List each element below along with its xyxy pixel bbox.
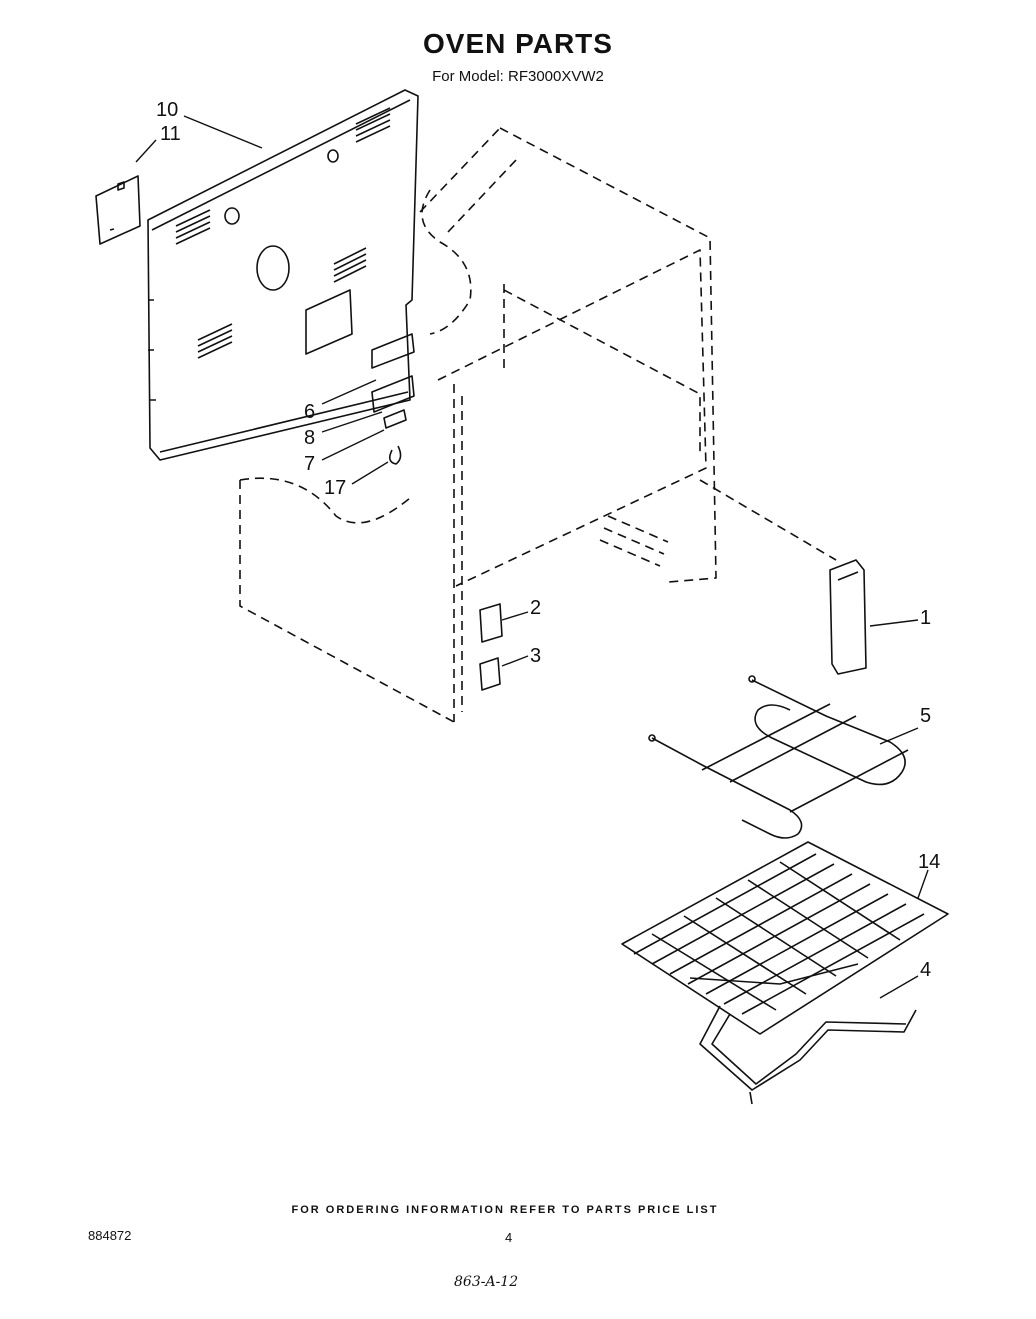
callout-7: 7 <box>304 453 316 475</box>
handwritten-note: 863-A-12 <box>454 1274 519 1290</box>
part-2-bracket <box>479 603 503 643</box>
callout-8: 8 <box>304 427 316 449</box>
part-1-side-trim <box>829 559 867 675</box>
ordering-note: FOR ORDERING INFORMATION REFER TO PARTS … <box>291 1204 719 1216</box>
callout-10: 10 <box>156 99 179 121</box>
callout-2: 2 <box>530 597 542 619</box>
callout-5: 5 <box>920 705 932 727</box>
part-3-bracket <box>479 657 501 691</box>
part-4-bake-element <box>689 963 917 1105</box>
part-14-oven-rack <box>621 841 949 1035</box>
page-title: OVEN PARTS <box>423 28 613 59</box>
callout-17: 17 <box>324 477 347 499</box>
part-8-clip <box>383 409 407 429</box>
part-17-ring <box>388 445 402 465</box>
callout-3: 3 <box>530 645 542 667</box>
model-subtitle: For Model: RF3000XVW2 <box>432 68 604 85</box>
page-number: 4 <box>505 1230 513 1245</box>
leader-lines <box>135 115 929 999</box>
part-6-terminal-block <box>371 375 415 413</box>
callout-1: 1 <box>920 607 932 629</box>
part-5-broil-element <box>648 675 909 839</box>
oven-cavity <box>239 127 837 723</box>
callout-6: 6 <box>304 401 316 423</box>
callout-14: 14 <box>918 851 941 873</box>
callout-4: 4 <box>920 959 932 981</box>
callout-11: 11 <box>160 123 181 145</box>
part-10-back-panel <box>147 89 419 461</box>
part-11-bracket <box>95 175 141 245</box>
document-number: 884872 <box>88 1228 132 1243</box>
